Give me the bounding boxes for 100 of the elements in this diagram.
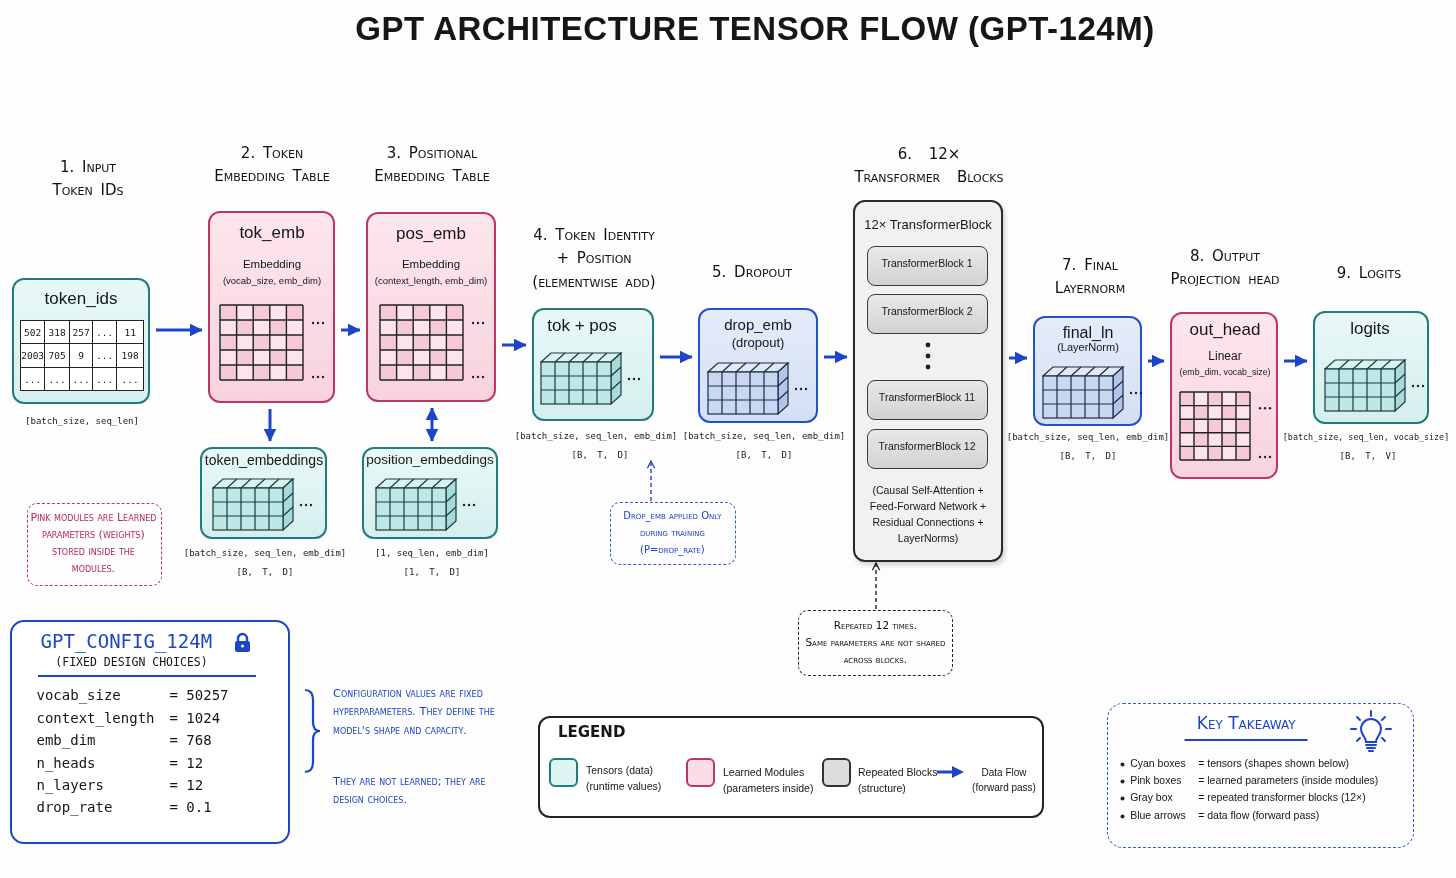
node-subtitle: (dropout)	[731, 335, 785, 352]
token-id-cell: ...	[92, 320, 118, 345]
legend-title: LEGEND	[558, 723, 626, 741]
tensor-shape-label: [1, seq_len, emb_dim]	[375, 548, 489, 560]
note-box	[798, 610, 953, 676]
config-subtitle: (FIXED DESIGN CHOICES)	[55, 654, 208, 669]
token-id-cell: 198	[116, 343, 145, 369]
step-heading: 2. Token Embedding Table	[213, 143, 331, 188]
tensor-shape-label: [B, T, V]	[1339, 451, 1397, 463]
token-id-cell: 257	[69, 320, 94, 345]
node-title: pos_emb	[396, 223, 466, 245]
param-value: = 0.1	[169, 798, 212, 816]
block-box	[867, 246, 988, 286]
legend-label: Tensors (data) (runtime values)	[586, 763, 663, 794]
token-id-cell: ...	[44, 367, 71, 392]
arrow	[341, 323, 361, 337]
config-card	[10, 620, 290, 844]
step-heading: 7. Final Layernorm	[1053, 255, 1127, 300]
block-box	[867, 380, 988, 420]
block-box	[867, 429, 988, 469]
takeaway-card	[1107, 703, 1414, 848]
token-id-cell: 9	[69, 343, 94, 369]
note-text: Pink modules are Learned parameters (weights) stored inside the modules.	[29, 510, 158, 578]
block-description: (Causal Self-Attention + Feed-Forward Network + Residual Connections + LayerNorms)	[868, 483, 988, 546]
note-text: Same parameters are not shared across blocks.	[804, 635, 947, 668]
token-id-cell: ...	[69, 367, 94, 392]
node-subtitle: 12× TransformerBlock	[864, 217, 992, 234]
arrow	[502, 338, 527, 352]
takeaway-definition: = data flow (forward pass)	[1198, 809, 1320, 823]
block-box	[867, 294, 988, 334]
node-subtitle: (context_length, emb_dim)	[374, 275, 488, 287]
step-heading: 1. Input Token IDs	[51, 157, 125, 202]
arrow	[660, 350, 693, 364]
node-subtitle: Embedding	[242, 257, 302, 272]
step-heading: 3. Positional Embedding Table	[373, 143, 491, 188]
param-name: vocab_size	[36, 686, 121, 704]
token-id-cell: ...	[92, 367, 118, 392]
step-heading: 6. 12× Transformer Blocks	[853, 144, 1005, 189]
double-arrow	[425, 407, 439, 442]
node-subtitle: Linear	[1208, 349, 1242, 364]
param-value: = 1024	[169, 709, 221, 727]
param-name: drop_rate	[36, 798, 113, 816]
tensor-shape-label: [batch_size, seq_len, emb_dim]	[1006, 432, 1170, 444]
node-subtitle: (vocab_size, emb_dim)	[222, 275, 322, 287]
token-id-cell: ...	[20, 367, 46, 392]
takeaway-term: Gray box	[1130, 791, 1173, 805]
arrow	[824, 350, 848, 364]
param-value: = 12	[169, 776, 204, 794]
param-name: n_heads	[36, 754, 96, 772]
token-id-cell: 705	[44, 343, 71, 369]
node-title: drop_emb	[724, 316, 792, 335]
tensor-shape-label: [B, T, D]	[236, 567, 294, 579]
tensor-shape-label: [B, T, D]	[571, 450, 629, 462]
arrow	[156, 323, 203, 337]
dashed-arrow	[646, 460, 656, 502]
node-title: out_head	[1189, 319, 1261, 341]
note-text: Repeated 12 times.	[833, 618, 918, 634]
node-title: position_embeddings	[366, 452, 494, 469]
block-title: TransformerBlock 2	[881, 305, 973, 319]
node-subtitle: Embedding	[401, 257, 461, 272]
tensor-shape-label: [batch_size, seq_len, emb_dim]	[514, 431, 678, 443]
takeaway-term: Blue arrows	[1130, 809, 1186, 823]
node-title: tok_emb	[239, 222, 305, 244]
token-id-cell: ...	[116, 367, 145, 392]
takeaway-term: Cyan boxes	[1130, 757, 1186, 771]
token-id-cell: 318	[44, 320, 71, 345]
token-id-cell: 502	[20, 320, 46, 345]
takeaway-term: Pink boxes	[1130, 774, 1182, 788]
node-title: token_embeddings	[204, 452, 324, 470]
node-subtitle: (LayerNorm)	[1057, 341, 1119, 355]
side-note: Configuration values are fixed hyperparameters. They define the model's shape and capacity.	[333, 686, 496, 739]
diagram-title: GPT ARCHITECTURE TENSOR FLOW (GPT-124M)	[355, 10, 1155, 48]
node-title: logits	[1350, 318, 1390, 340]
tensor-shape-label: [B, T, D]	[1059, 451, 1117, 463]
tensor-shape-label: [batch_size, seq_len, vocab_size]	[1282, 432, 1450, 443]
block-title: TransformerBlock 12	[878, 440, 976, 454]
arrow	[1284, 354, 1308, 368]
step-heading: 8. Output Projection head	[1169, 246, 1281, 291]
takeaway-definition: = tensors (shapes shown below)	[1198, 757, 1350, 771]
node-title: final_ln	[1062, 323, 1114, 343]
param-value: = 50257	[169, 686, 229, 704]
takeaway-definition: = repeated transformer blocks (12×)	[1198, 791, 1366, 805]
step-heading: 9. Logits	[1336, 263, 1402, 284]
dashed-arrow	[871, 562, 881, 610]
legend-label: Learned Modules (parameters inside)	[723, 765, 815, 796]
node-title: tok + pos	[547, 315, 617, 337]
takeaway-title: Key Takeaway	[1184, 713, 1308, 742]
side-note: They are not learned; they are design choices.	[333, 774, 487, 809]
tensor-shape-label: [batch_size, seq_len, emb_dim]	[682, 431, 846, 443]
legend-label: Data Flow (forward pass)	[971, 766, 1037, 795]
param-value: = 768	[169, 731, 212, 749]
block-title: TransformerBlock 11	[878, 391, 976, 405]
step-heading: 4. Token Identity + Position (elementwise add)	[531, 225, 657, 293]
param-name: emb_dim	[36, 731, 96, 749]
token-id-cell: 11	[116, 320, 145, 345]
tensor-shape-label: [batch_size, seq_len, emb_dim]	[183, 548, 347, 560]
config-title: GPT_CONFIG_124M	[40, 629, 213, 654]
param-name: context_length	[36, 709, 155, 727]
note-box	[27, 503, 162, 586]
note-box	[610, 502, 736, 565]
